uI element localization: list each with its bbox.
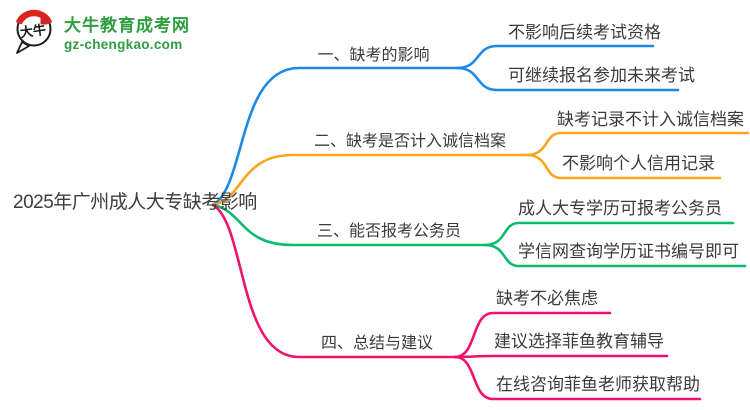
branch-4-leaf-2-line — [453, 354, 669, 359]
branch-3-main-line — [211, 203, 487, 247]
logo-text-block: 大牛教育成考网 gz-chengkao.com — [64, 16, 190, 53]
branch-3-leaf-1: 成人大专学历可报考公务员 — [518, 199, 722, 218]
branch-3-leaf-2-line — [483, 243, 747, 268]
branch-4-label: 四、总结与建议 — [320, 335, 433, 352]
svg-text:大牛: 大牛 — [19, 22, 47, 40]
branch-1-label: 一、缺考的影响 — [317, 47, 430, 64]
branch-4-leaf-1-line — [453, 311, 612, 359]
branch-2-main-line — [211, 153, 529, 207]
branch-2-label: 二、缺考是否计入诚信档案 — [313, 133, 506, 150]
branch-3-leaf-2: 学信网查询学历证书编号即可 — [518, 242, 739, 261]
branch-1-leaf-2: 可继续报名参加未来考试 — [508, 66, 695, 85]
branch-3-leaf-1-line — [483, 221, 735, 247]
branch-4-leaf-1: 缺考不必焦虑 — [496, 289, 598, 308]
branch-4-main-line — [211, 203, 457, 359]
branch-1-leaf-1-line — [455, 44, 655, 70]
branch-1-leaf-2-line — [455, 66, 680, 92]
root-topic: 2025年广州成人大专缺考影响 — [13, 192, 257, 213]
branch-4-leaf-2: 建议选择菲鱼教育辅导 — [494, 332, 664, 351]
daniu-logo-icon: 大牛 — [15, 9, 53, 54]
branch-4-leaf-3: 在线咨询菲鱼老师获取帮助 — [496, 375, 700, 394]
branch-4-leaf-3-line — [453, 355, 702, 401]
branch-2-leaf-1: 缺考记录不计入诚信档案 — [557, 110, 744, 129]
branch-2-leaf-2: 不影响个人信用记录 — [562, 154, 715, 173]
logo-domain: gz-chengkao.com — [64, 37, 183, 52]
branch-3-label: 三、能否报考公务员 — [316, 223, 461, 240]
site-logo[interactable]: 大牛 大牛教育成考网 gz-chengkao.com — [12, 8, 190, 56]
branch-1-leaf-1: 不影响后续考试资格 — [508, 23, 661, 42]
branch-2-leaf-1-line — [525, 131, 750, 157]
branch-1-main-line — [211, 66, 459, 207]
logo-title: 大牛教育成考网 — [64, 16, 190, 35]
branch-2-leaf-2-line — [525, 153, 722, 180]
